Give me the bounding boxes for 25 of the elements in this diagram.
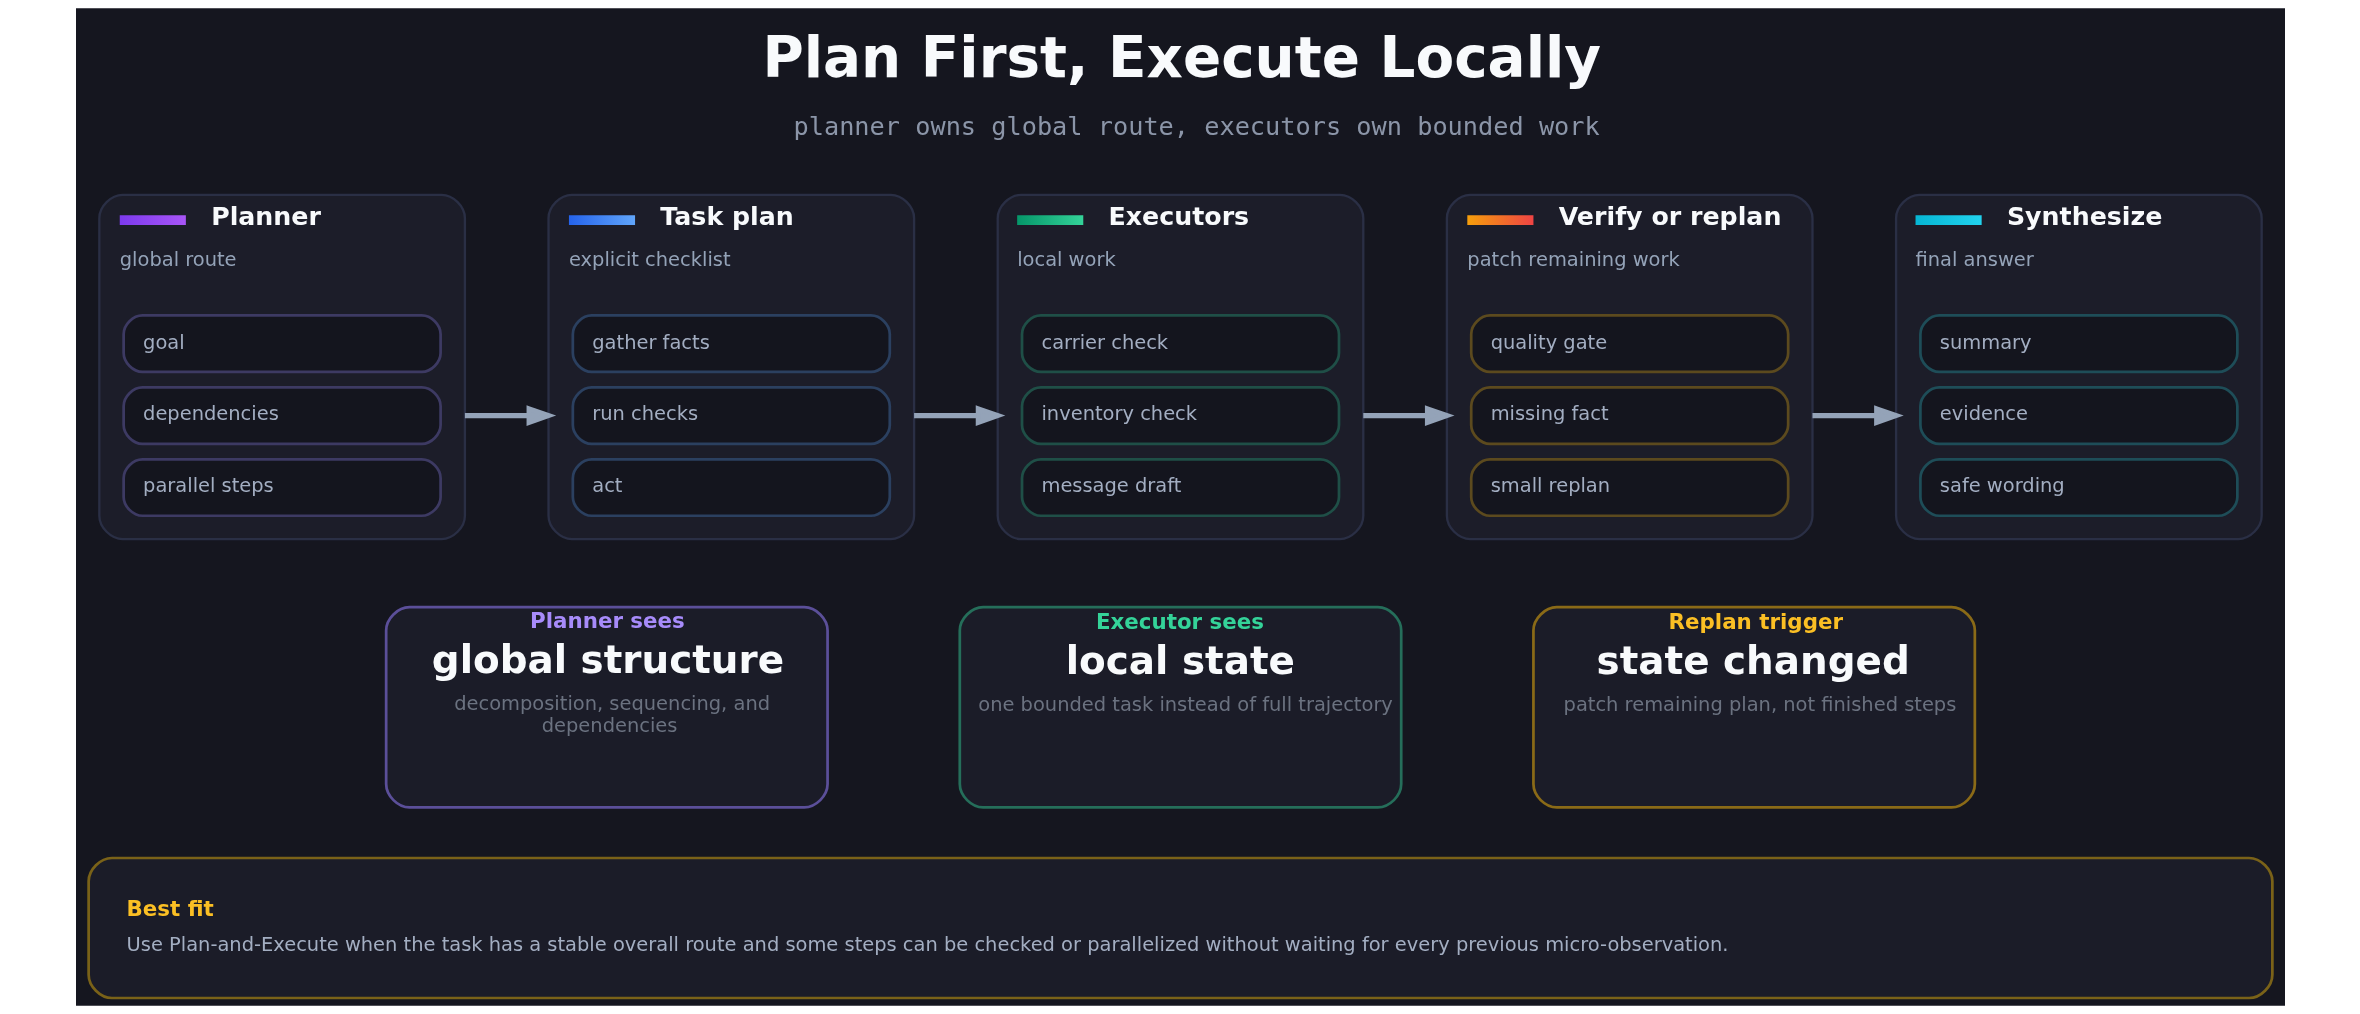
caption: planner owns global route, executors own bounded work xyxy=(793,112,1600,142)
node-box: Best fit Use Plan-and-Execute when the task has a stable overall route and some steps can be checked or parallelized without waiting for every previous micro-observation. xyxy=(86,856,2274,1000)
node-box: run checks xyxy=(570,386,891,446)
node-box: parallel steps xyxy=(121,458,442,518)
node-box: message draft xyxy=(1020,458,1340,518)
node-box: quality gate xyxy=(1469,314,1790,374)
node-box: summary xyxy=(1918,314,2239,374)
node-box: Planner sees global structure decomposition, sequencing, and dependencies xyxy=(384,605,829,809)
node-box: goal xyxy=(121,314,442,374)
arrow xyxy=(464,405,556,426)
arrow xyxy=(913,405,1005,426)
node-box: dependencies xyxy=(121,386,442,446)
diagram-title: Plan First, Execute Locally xyxy=(761,24,1601,90)
node-box: missing fact xyxy=(1469,386,1790,446)
node-box: act xyxy=(570,458,891,518)
node-box: carrier check xyxy=(1020,314,1340,374)
node-box: safe wording xyxy=(1918,458,2239,518)
node-box: small replan xyxy=(1469,458,1790,518)
node-box: evidence xyxy=(1918,386,2239,446)
node-box: Executor sees local state one bounded task instead of full trajectory xyxy=(957,605,1403,809)
arrow xyxy=(1362,405,1455,426)
node-box: gather facts xyxy=(570,314,891,374)
arrow xyxy=(1812,405,1904,426)
node-box: Replan trigger state changed patch remaining plan, not finished steps xyxy=(1531,605,1976,809)
node-box: inventory check xyxy=(1020,386,1340,446)
